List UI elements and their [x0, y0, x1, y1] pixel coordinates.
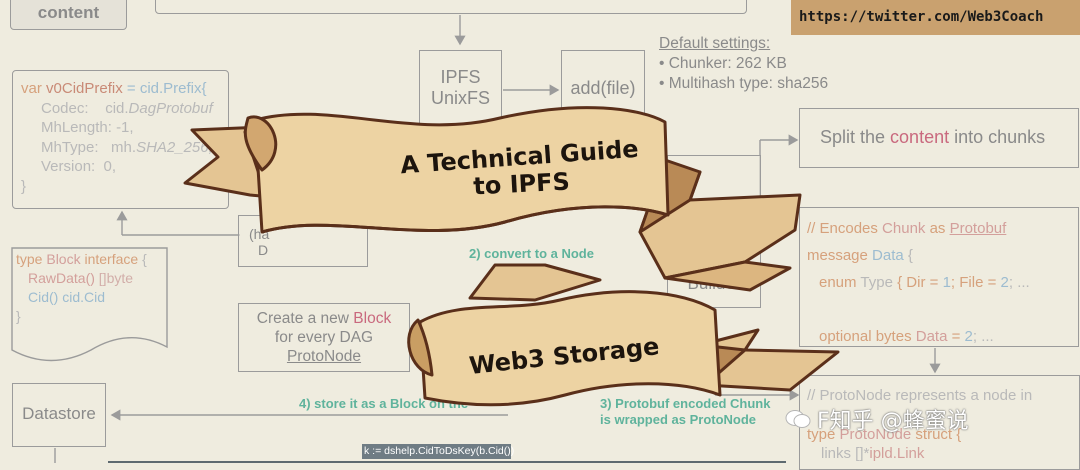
create-block-line2: for every DAG	[274, 329, 374, 346]
split-content-label: Split the content into chunks	[820, 127, 1046, 147]
code-strip-bar	[108, 461, 786, 463]
default-setting-chunker: • Chunker: 262 KB	[659, 55, 787, 72]
create-block-line3: ProtoNode	[286, 348, 362, 365]
step-4-label: 4) store it as a Block on the	[299, 396, 469, 411]
block-interface-code: type Block interface { RawData() []byte …	[16, 250, 147, 326]
add-file-label: add(file)	[570, 78, 636, 98]
default-settings-title: Default settings:	[659, 35, 771, 52]
cid-prefix-codec: Codec: cid.DagProtobuf	[41, 99, 213, 117]
default-setting-multihash: • Multihash type: sha256	[659, 75, 829, 92]
protonode-comment: // ProtoNode represents a node in	[807, 387, 1033, 404]
datastore-label: Datastore	[22, 404, 96, 423]
ipfs-unixfs-line2: UnixFS	[430, 88, 490, 108]
protobuf-comment: // Encodes Chunk as Protobuf	[807, 220, 1007, 237]
protobuf-message: message Data {	[807, 247, 913, 264]
protonode-links: links []*ipld.Link	[821, 445, 925, 462]
step-3-label-line1: 3) Protobuf encoded Chunk	[600, 396, 771, 411]
watermark-text: F知乎 @蜂蜜说	[817, 409, 969, 434]
step-3-label-line2: is wrapped as ProtoNode	[600, 412, 757, 427]
code-strip	[362, 444, 511, 459]
create-block-box: Create a new Block for every DAG ProtoNo…	[238, 303, 410, 372]
cid-prefix-mhtype: MhType: mh.SHA2_256,	[41, 138, 213, 156]
protobuf-enum: enum Type { Dir = 1; File = 2; ...	[819, 274, 1030, 291]
banner-title-line2: to IPFS	[473, 168, 571, 201]
protobuf-code-box: // Encodes Chunk as Protobuf message Dat…	[799, 207, 1079, 347]
datastore-box: Datastore	[12, 383, 106, 447]
cid-prefix-close: }	[21, 177, 27, 195]
wechat-icon	[785, 410, 811, 428]
create-block-text: Create a new Block for every DAG ProtoNo…	[239, 309, 409, 366]
block-interface-rawdata: RawData() []byte	[28, 270, 134, 286]
cid-prefix-version: Version: 0,	[41, 158, 117, 175]
step-2-label: 2) convert to a Node	[469, 246, 594, 261]
protonode-code-box: // ProtoNode represents a node in type P…	[799, 375, 1080, 470]
watermark: F知乎 @蜂蜜说	[785, 403, 969, 435]
protobuf-optional: optional bytes Data = 2; ...	[819, 328, 994, 345]
ipfs-unixfs-line1: IPFS	[440, 67, 481, 87]
top-wide-box	[155, 0, 747, 14]
create-block-line1: Create a new Block	[256, 310, 392, 327]
default-settings: Default settings: • Chunker: 262 KB • Mu…	[659, 34, 828, 94]
cid-prefix-line1: var v0CidPrefix = cid.Prefix{	[21, 80, 207, 97]
twitter-link-text[interactable]: https://twitter.com/Web3Coach	[799, 9, 1044, 25]
block-interface-line1: type Block interface {	[16, 251, 147, 267]
code-strip-text: k := dshelp.CidToDsKey(b.Cid())	[364, 445, 515, 457]
block-interface-cid: Cid() cid.Cid	[28, 289, 106, 305]
ipfs-unixfs-box: IPFS UnixFS	[419, 50, 502, 130]
hash-box-line2: D	[258, 242, 269, 258]
content-header-box: content	[10, 0, 127, 30]
twitter-link[interactable]	[791, 0, 1080, 35]
protonode-struct: type ProtoNode struct {	[807, 425, 962, 443]
block-interface-doc-shape	[11, 247, 168, 362]
content-header-label: content	[37, 3, 100, 22]
cid-prefix-mhlength: MhLength: -1,	[41, 119, 134, 136]
block-interface-close: }	[16, 308, 21, 324]
split-content-box: Split the content into chunks	[799, 108, 1079, 168]
